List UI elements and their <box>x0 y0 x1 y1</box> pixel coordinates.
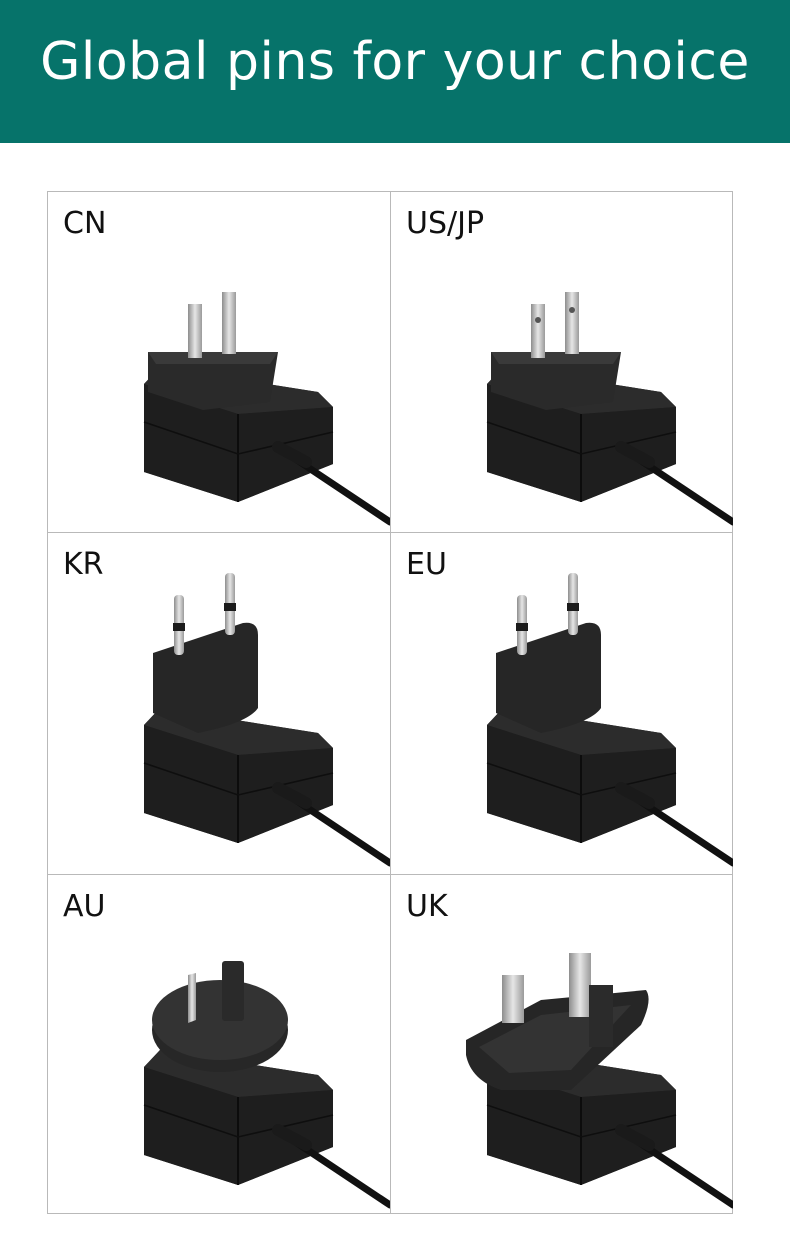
us-jp-plug-adapter-image <box>391 292 733 532</box>
plug-cell-kr: KR <box>48 533 390 873</box>
plug-grid: CN US/JP KR <box>47 191 733 1214</box>
grid-divider <box>48 874 732 875</box>
plug-label: US/JP <box>406 206 485 241</box>
plug-label: CN <box>63 206 107 241</box>
kr-plug-adapter-image <box>48 573 390 873</box>
plug-label: KR <box>63 547 104 582</box>
plug-cell-us-jp: US/JP <box>391 192 733 532</box>
cn-plug-adapter-image <box>48 292 390 532</box>
grid-divider <box>390 192 391 1213</box>
page-title: Global pins for your choice <box>40 32 750 92</box>
plug-cell-cn: CN <box>48 192 390 532</box>
header-banner: Global pins for your choice <box>0 0 790 143</box>
plug-cell-au: AU <box>48 875 390 1215</box>
grid-divider <box>48 532 732 533</box>
plug-label: AU <box>63 889 106 924</box>
uk-plug-adapter-image <box>466 953 733 1215</box>
eu-plug-adapter-image <box>391 573 733 873</box>
plug-cell-uk: UK <box>391 875 733 1215</box>
plug-label: EU <box>406 547 447 582</box>
plug-label: UK <box>406 889 448 924</box>
au-plug-adapter-image <box>48 961 390 1215</box>
plug-cell-eu: EU <box>391 533 733 873</box>
